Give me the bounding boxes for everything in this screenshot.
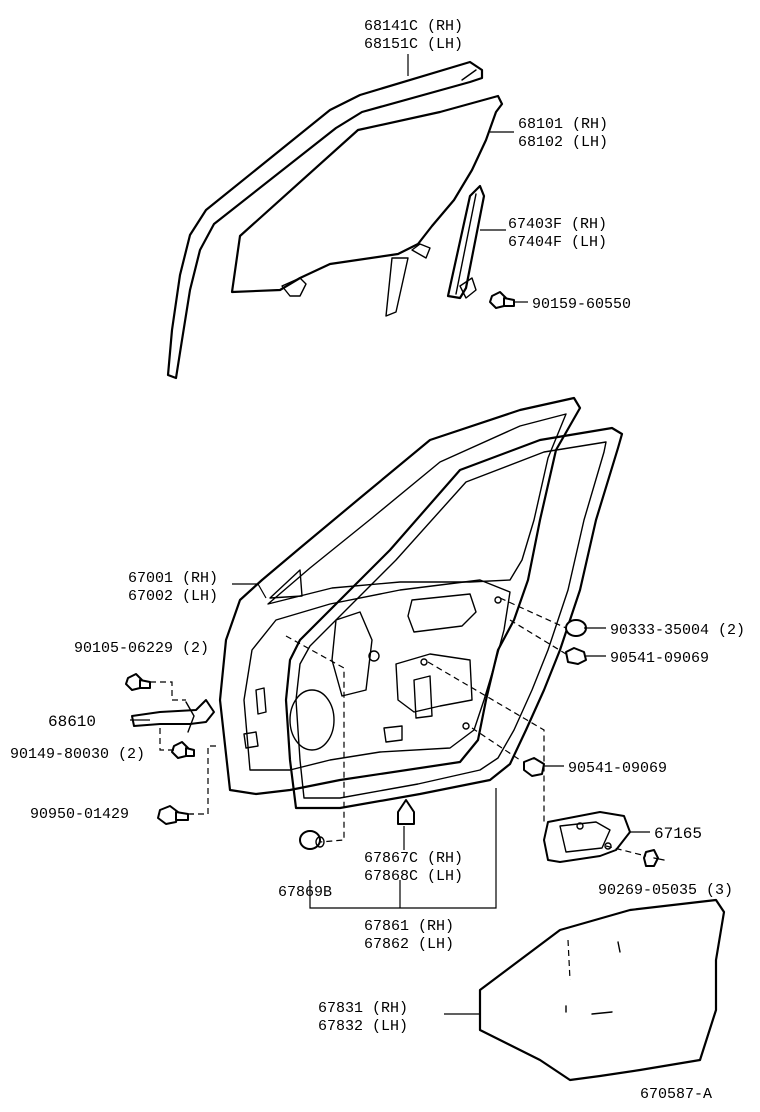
bolt-channel-part [489, 291, 515, 309]
door-leader-lines [130, 583, 650, 1015]
plug-part [299, 830, 325, 850]
hinge-bolt-bottom-part [171, 741, 195, 759]
service-cover-part [478, 898, 726, 1082]
weatherstrip-clip-part [397, 799, 415, 825]
label-run-channel-lh: 68151C (LH) [364, 36, 463, 53]
weatherstrip-part [284, 426, 624, 810]
label-run-channel-rh: 68141C (RH) [364, 18, 463, 35]
label-glass-rh: 68101 (RH) [518, 116, 608, 133]
rear-channel-part [446, 184, 486, 300]
label-rear-channel-lh: 67404F (LH) [508, 234, 607, 251]
label-bolt-check: 90950-01429 [30, 806, 129, 823]
door-panel-part [218, 396, 582, 796]
hinge-part [131, 699, 215, 733]
label-rear-channel-rh: 67403F (RH) [508, 216, 607, 233]
figure-id: 670587-A [640, 1086, 712, 1103]
label-service-cover-rh: 67831 (RH) [318, 1000, 408, 1017]
label-door-panel-rh: 67001 (RH) [128, 570, 218, 587]
label-hinge: 68610 [48, 713, 96, 731]
label-weatherstrip-clip-lh: 67868C (LH) [364, 868, 463, 885]
label-clip-upper: 90541-09069 [610, 650, 709, 667]
label-screw-bracket: 90269-05035 (3) [598, 882, 733, 899]
label-weatherstrip-clip-rh: 67867C (RH) [364, 850, 463, 867]
label-bolt-channel: 90159-60550 [532, 296, 631, 313]
door-glass-part [230, 94, 504, 317]
label-plug: 67869B [278, 884, 332, 901]
label-weatherstrip-rh: 67861 (RH) [364, 918, 454, 935]
label-weatherstrip-lh: 67862 (LH) [364, 936, 454, 953]
label-door-panel-lh: 67002 (LH) [128, 588, 218, 605]
label-bolt-hinge-bottom: 90149-80030 (2) [10, 746, 145, 763]
hole-plug-part [565, 619, 587, 637]
run-channel-part [166, 60, 484, 380]
hinge-bolt-top-part [125, 673, 151, 691]
upper-leader-lines [407, 54, 528, 303]
label-service-cover-lh: 67832 (LH) [318, 1018, 408, 1035]
clip-upper-part [565, 647, 587, 665]
clip-lower-part [523, 757, 545, 777]
label-bolt-hinge-top: 90105-06229 (2) [74, 640, 209, 657]
label-glass-lh: 68102 (LH) [518, 134, 608, 151]
bracket-part [543, 811, 631, 863]
label-bracket: 67165 [654, 825, 702, 843]
label-clip-lower: 90541-09069 [568, 760, 667, 777]
label-hole-plug: 90333-35004 (2) [610, 622, 745, 639]
check-bolt-part [157, 805, 189, 825]
bracket-screw-part [643, 849, 665, 867]
